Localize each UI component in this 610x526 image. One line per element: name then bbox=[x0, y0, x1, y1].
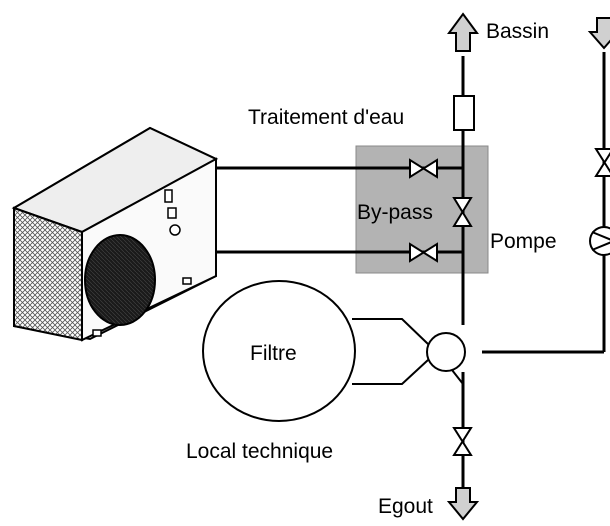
heat-pump-unit-icon bbox=[11, 126, 219, 342]
bypass-valve-icon bbox=[452, 197, 473, 227]
valve-icon bbox=[409, 242, 438, 263]
arrow-down-icon bbox=[587, 17, 610, 50]
local-technique-label: Local technique bbox=[186, 440, 333, 463]
multiport-valve-icon bbox=[426, 332, 466, 372]
filter-icon bbox=[202, 280, 356, 422]
valve-icon bbox=[409, 158, 438, 179]
bypass-label: By-pass bbox=[357, 201, 433, 224]
valve-drain-link bbox=[451, 369, 464, 385]
valve-icon bbox=[594, 148, 610, 177]
egout-label: Egout bbox=[378, 495, 433, 518]
traitement-label: Traitement d'eau bbox=[248, 106, 404, 129]
filter-pipe-bottom bbox=[352, 359, 429, 385]
arrow-down-icon bbox=[446, 487, 480, 521]
filter-pipe-top bbox=[352, 318, 429, 345]
filtre-label: Filtre bbox=[250, 342, 297, 365]
pompe-label: Pompe bbox=[490, 230, 557, 253]
drain-valve-icon bbox=[452, 427, 473, 456]
pump-icon bbox=[589, 226, 610, 256]
water-treatment-icon bbox=[453, 95, 475, 131]
bassin-label: Bassin bbox=[486, 20, 549, 43]
arrow-up-icon bbox=[447, 12, 479, 52]
